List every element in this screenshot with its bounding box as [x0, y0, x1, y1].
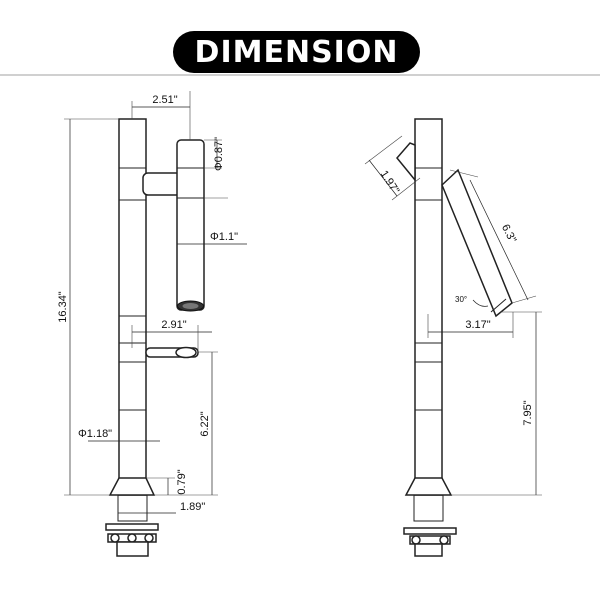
dim-spout-offset-label: 2.51": [152, 94, 177, 106]
dim-base-height-label: 0.79": [176, 469, 188, 494]
front-mount-bolt-1: [110, 533, 120, 543]
dim-handle-height-label: 6.22": [199, 411, 211, 436]
dim-side-reach-label: 3.17": [465, 319, 490, 331]
dim-side-spout-length-ext-2: [511, 295, 537, 304]
side-base-flare: [404, 477, 453, 496]
side-mount-bolt-1: [411, 535, 421, 545]
front-mount-bolt-2: [127, 533, 137, 543]
side-view: 1.97" 6.3" 30° 3.17" 7.95": [364, 118, 542, 557]
front-body-column: [118, 118, 147, 496]
side-top-knob: [396, 142, 416, 183]
dim-side-spout-top-ext-2: [391, 177, 421, 201]
dim-spout-top-dia-label: Φ0.87": [213, 137, 225, 171]
dim-side-spout-height-label: 7.95": [522, 400, 534, 425]
dim-side-spout-length-line: [469, 179, 529, 301]
side-mount-nut: [414, 543, 443, 557]
dim-side-angle-label: 30°: [455, 295, 467, 304]
side-mount-bolt-2: [439, 535, 449, 545]
front-mount-washer: [105, 523, 159, 531]
dim-base-width-label: 1.89": [180, 501, 205, 513]
side-spout-tip: [490, 298, 507, 313]
front-handle-knob: [175, 346, 197, 359]
side-mount-washer: [403, 527, 457, 535]
dim-handle-length-label: 2.91": [161, 319, 186, 331]
side-mount-shank: [413, 494, 444, 522]
dim-side-spout-length-ext-1: [449, 169, 479, 178]
dim-side-spout-top-line: [368, 159, 398, 197]
front-spout-connector: [142, 172, 182, 196]
dim-side-spout-length-label: 6.3": [499, 222, 518, 245]
front-spout-aerator-inner: [182, 303, 199, 309]
front-view: 16.34" 2.51" Φ0.87" Φ1.1" 2.91" 6.22" Φ1…: [57, 91, 247, 557]
dim-side-angle-arc: [472, 299, 489, 307]
front-spout: [176, 139, 205, 311]
page-title: DIMENSION: [194, 34, 399, 70]
dim-side-spout-top-label: 1.97": [378, 168, 402, 196]
dim-total-height-label: 16.34": [57, 291, 69, 323]
side-body-column: [414, 118, 443, 496]
side-spout: [441, 168, 513, 318]
front-base-flare: [108, 477, 156, 496]
front-mount-bolt-3: [144, 533, 154, 543]
dim-spout-dia-label: Φ1.1": [210, 231, 238, 243]
dim-side-spout-top-ext-1: [364, 135, 403, 165]
title-badge: DIMENSION: [173, 31, 420, 73]
dim-body-dia-label: Φ1.18": [78, 428, 112, 440]
front-mount-shank: [117, 494, 148, 522]
front-mount-nut: [116, 541, 149, 557]
